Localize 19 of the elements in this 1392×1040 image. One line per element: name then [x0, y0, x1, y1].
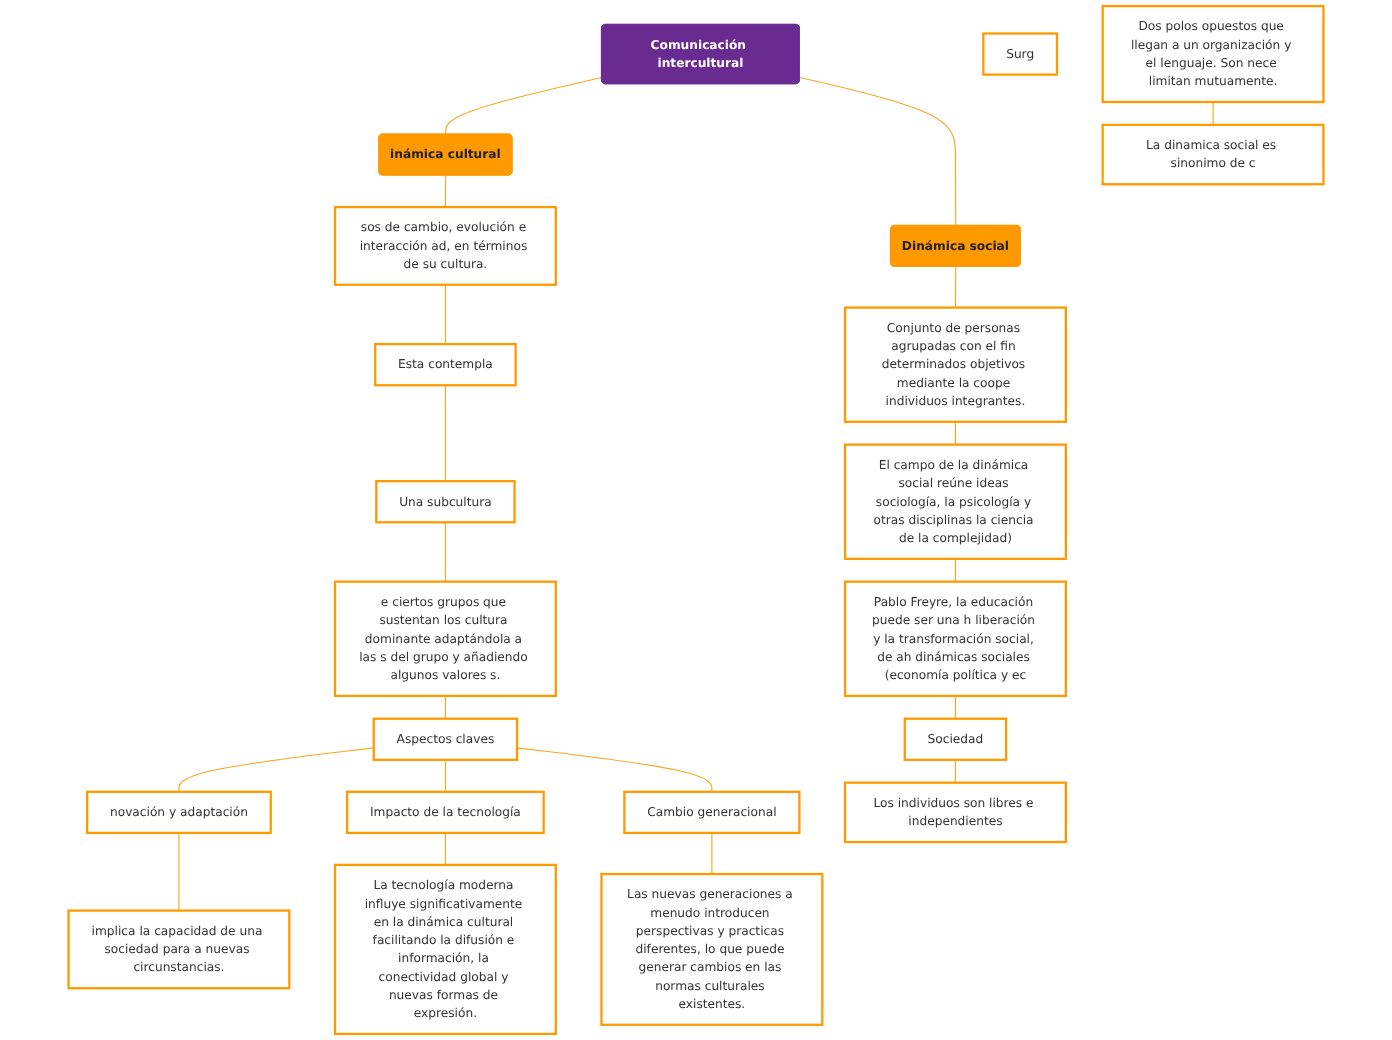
connector — [178, 747, 375, 793]
connector — [954, 421, 956, 446]
connector — [799, 76, 957, 227]
connector — [711, 832, 713, 875]
connector — [444, 832, 446, 866]
connector — [954, 558, 956, 583]
connector — [954, 266, 957, 309]
connector — [444, 174, 447, 208]
connector — [954, 759, 956, 784]
connector — [954, 695, 956, 720]
connector — [444, 284, 446, 345]
connector — [1212, 101, 1214, 126]
connector — [178, 832, 180, 912]
connector — [444, 384, 446, 482]
connector — [444, 759, 446, 793]
connector — [516, 747, 713, 793]
connector — [444, 521, 446, 583]
connector — [444, 695, 446, 720]
connector — [445, 76, 603, 135]
